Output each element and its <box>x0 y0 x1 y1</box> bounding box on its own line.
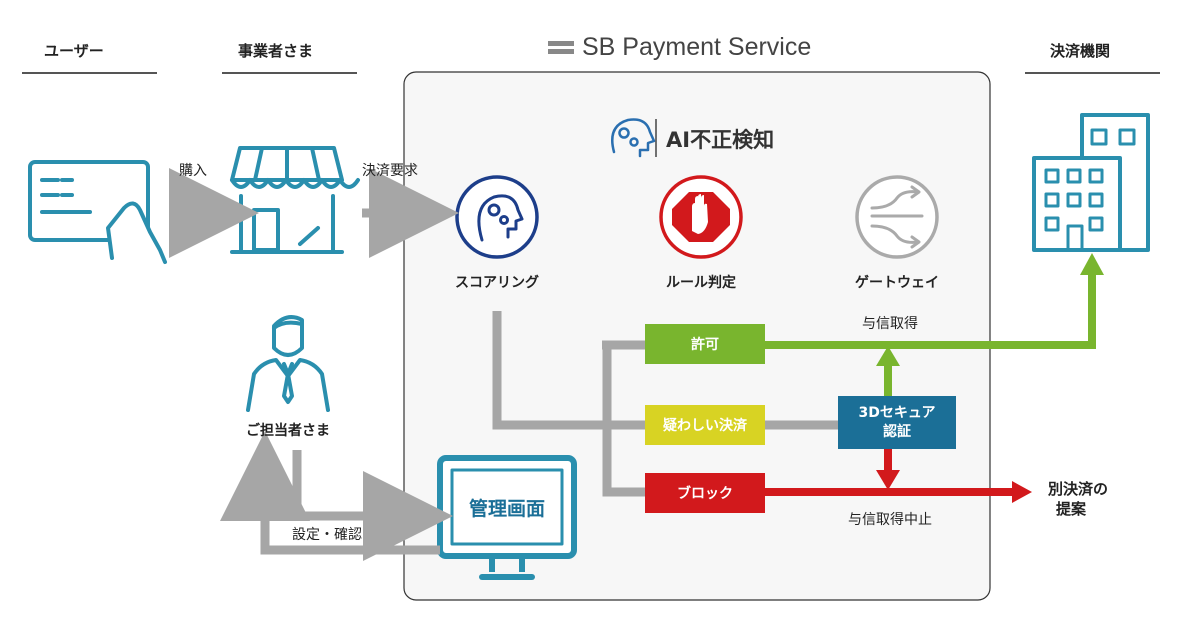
sbps-logo-mark <box>548 38 574 57</box>
block-path <box>765 449 1032 503</box>
credit-card-icon <box>28 160 167 264</box>
gateway-icon <box>855 175 939 259</box>
scoring-label: スコアリング <box>455 275 539 291</box>
block-tag: ブロック <box>645 473 765 513</box>
merchant-column-title: 事業者さま <box>238 42 314 60</box>
institution-column-title: 決済機関 <box>1050 42 1111 60</box>
credit-stop-label: 与信取得中止 <box>848 512 932 528</box>
shop-icon <box>230 146 360 254</box>
3d-secure-box: 3Dセキュア 認証 <box>838 396 956 449</box>
staff-to-admin-arrow <box>292 450 453 561</box>
ai-brain-icon <box>611 118 656 158</box>
stop-hand-icon <box>659 175 743 259</box>
setting-confirm-label: 設定・確認 <box>292 527 362 543</box>
scoring-brain-icon <box>455 175 539 259</box>
branch-line <box>602 340 645 497</box>
suspicious-tag: 疑わしい決済 <box>645 405 765 445</box>
purchase-label: 購入 <box>179 163 207 179</box>
payment-request-label: 決済要求 <box>362 163 418 179</box>
user-column-title: ユーザー <box>44 42 104 60</box>
admin-monitor-icon <box>437 455 577 580</box>
ai-title: AI不正検知 <box>666 128 775 152</box>
staff-person-icon <box>246 315 330 412</box>
scoring-to-suspicious-line <box>492 311 645 430</box>
staff-label: ご担当者さま <box>246 423 330 439</box>
rule-label: ルール判定 <box>666 275 736 291</box>
admin-to-staff-arrow <box>220 431 440 555</box>
alt-payment-label-line2: 提案 <box>1056 500 1087 518</box>
bank-building-icon <box>1032 113 1150 252</box>
allow-tag: 許可 <box>645 324 765 364</box>
credit-get-label: 与信取得 <box>862 316 918 332</box>
allow-path <box>765 253 1104 396</box>
sbps-logo-text: SB Payment Service <box>582 33 812 61</box>
alt-payment-label-line1: 別決済の <box>1048 480 1109 498</box>
sbps-logo: SB Payment Service <box>548 33 811 62</box>
3d-secure-label-line2: 認証 <box>883 423 911 440</box>
3d-secure-label-line1: 3Dセキュア <box>858 404 936 421</box>
gateway-label: ゲートウェイ <box>855 275 939 291</box>
admin-screen-label: 管理画面 <box>468 498 545 520</box>
gray-flow-arrows <box>169 168 838 561</box>
